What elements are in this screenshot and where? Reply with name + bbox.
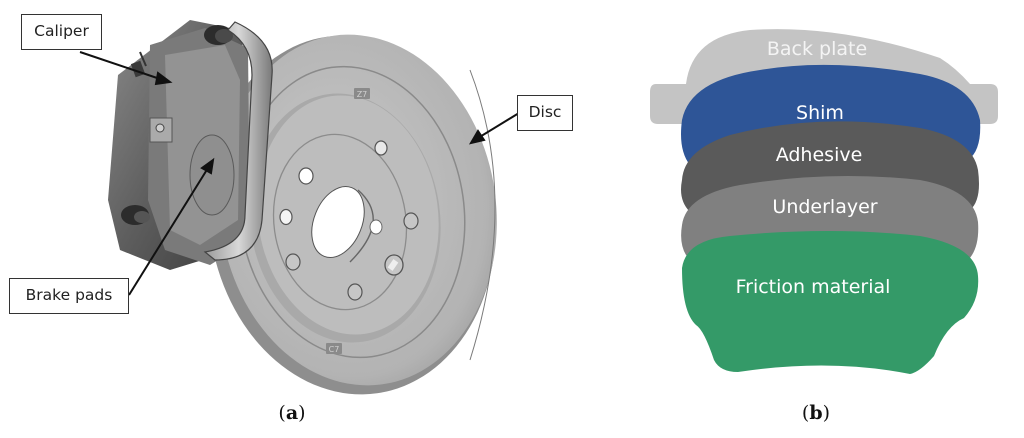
disc-marking-top: Z7	[357, 90, 368, 99]
layer-label-adhesive: Adhesive	[775, 144, 863, 166]
layer-label-friction-material: Friction material	[735, 276, 891, 298]
caliper-arrow-icon	[154, 71, 173, 86]
caliper-label: Caliper	[21, 14, 102, 50]
callout-leaders	[79, 51, 520, 296]
panel-a-brake-assembly: Z7 C7	[9, 14, 573, 424]
brake-pads-arrow-icon	[200, 157, 215, 175]
disc-leader-line	[477, 112, 520, 139]
layer-label-shim: Shim	[796, 102, 844, 124]
caption-b: (b)	[801, 402, 831, 424]
caliper-leader-line	[79, 51, 164, 81]
pad-layers-illustration	[650, 29, 998, 374]
brake-pads-label: Brake pads	[9, 278, 129, 314]
layer-friction-material-shape	[682, 231, 979, 374]
caption-a: (a)	[278, 402, 306, 424]
layer-label-back-plate: Back plate	[766, 38, 868, 60]
disc-arrow-icon	[468, 129, 486, 145]
disc-label: Disc	[517, 95, 573, 131]
brake-caliper	[108, 20, 273, 270]
layer-label-underlayer: Underlayer	[772, 196, 878, 218]
panel-b-pad-layers: Back plate Shim Adhesive Underlayer Fric…	[620, 0, 1024, 438]
disc-marking-bottom: C7	[329, 345, 340, 354]
brake-assembly-illustration: Z7 C7	[79, 20, 520, 395]
brake-pads-leader-line	[128, 167, 209, 296]
brake-disc: Z7 C7	[208, 34, 497, 395]
